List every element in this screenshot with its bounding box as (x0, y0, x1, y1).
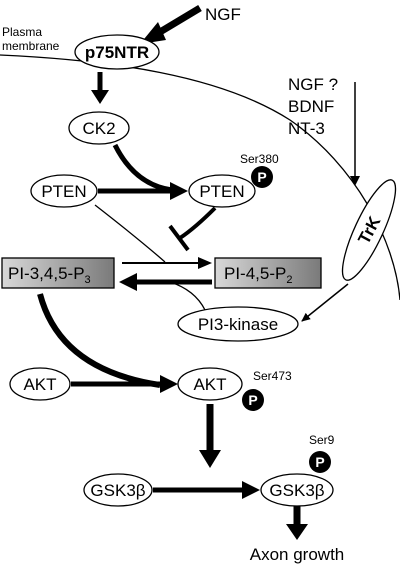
ngf-arrow-shaft (153, 4, 202, 39)
pip3-to-akt-curve (37, 293, 161, 388)
ngf-top-label: NGF (205, 5, 241, 24)
equilibrium-bottom-head (119, 273, 137, 291)
bdnf-label: BDNF (288, 97, 334, 116)
pi3k-node (177, 306, 299, 342)
pi45p2-label: PI-4,5-P2 (224, 264, 292, 286)
ser9-label: Ser9 (309, 433, 335, 447)
gsk3b-left-node (83, 473, 153, 507)
pten-thin-curve (94, 204, 166, 263)
p75ntr-label: p75NTR (85, 43, 149, 62)
gsk3b-right-label: GSK3β (269, 481, 324, 500)
pten-left-node (30, 174, 98, 208)
trk-to-pi3k-arrow (301, 283, 349, 322)
pi45p2-box (214, 257, 322, 289)
pten-to-pten-head (170, 182, 188, 200)
ck2-node (68, 111, 130, 145)
gsk3b-left-label: GSK3β (90, 481, 145, 500)
pi3k-curve (169, 281, 206, 311)
ligand-to-trk-head (350, 176, 360, 186)
akt-right-label: AKT (193, 375, 226, 394)
nt3-label: NT-3 (288, 119, 325, 138)
pten-right-node (188, 174, 256, 208)
akt-to-gsk-head (199, 450, 221, 468)
gsk-phospho-badge (309, 451, 331, 473)
akt-left-label: AKT (23, 375, 56, 394)
pten-left-label: PTEN (41, 182, 86, 201)
akt-phospho-p: P (248, 392, 257, 408)
ck2-label: CK2 (82, 119, 115, 138)
akt-phospho-badge (242, 389, 264, 411)
ngf-question-label: NGF ? (288, 75, 338, 94)
plasma-membrane-label-line2: membrane (2, 39, 60, 53)
ser380-label: Ser380 (240, 152, 279, 166)
trk-receptor (341, 179, 397, 281)
akt-left-node (9, 367, 71, 401)
akt-to-akt-head (160, 375, 178, 393)
pten-inhibition-bar (168, 224, 190, 252)
ngf-arrowhead (140, 22, 166, 44)
pten-phospho-badge (251, 166, 273, 188)
axon-growth-label: Axon growth (250, 545, 345, 564)
gsk-to-gsk-head (242, 481, 260, 499)
plasma-membrane-label-line1: Plasma (2, 25, 42, 39)
equilibrium-top-head (198, 257, 212, 269)
akt-right-node (177, 367, 243, 401)
ser473-label: Ser473 (253, 369, 292, 383)
ck2-to-pten-curve (112, 143, 173, 193)
pten-inhibition-line (178, 206, 217, 240)
gsk-to-axon-head (286, 524, 308, 540)
pten-right-label: PTEN (199, 182, 244, 201)
pi345p3-label: PI-3,4,5-P3 (8, 264, 91, 286)
pi3k-label: PI3-kinase (198, 315, 278, 334)
gsk-phospho-p: P (315, 454, 324, 470)
p75-to-ck2-head (91, 90, 109, 104)
pten-phospho-p: P (257, 169, 266, 185)
p75ntr-node (74, 34, 160, 70)
pi345p3-box (1, 257, 115, 289)
